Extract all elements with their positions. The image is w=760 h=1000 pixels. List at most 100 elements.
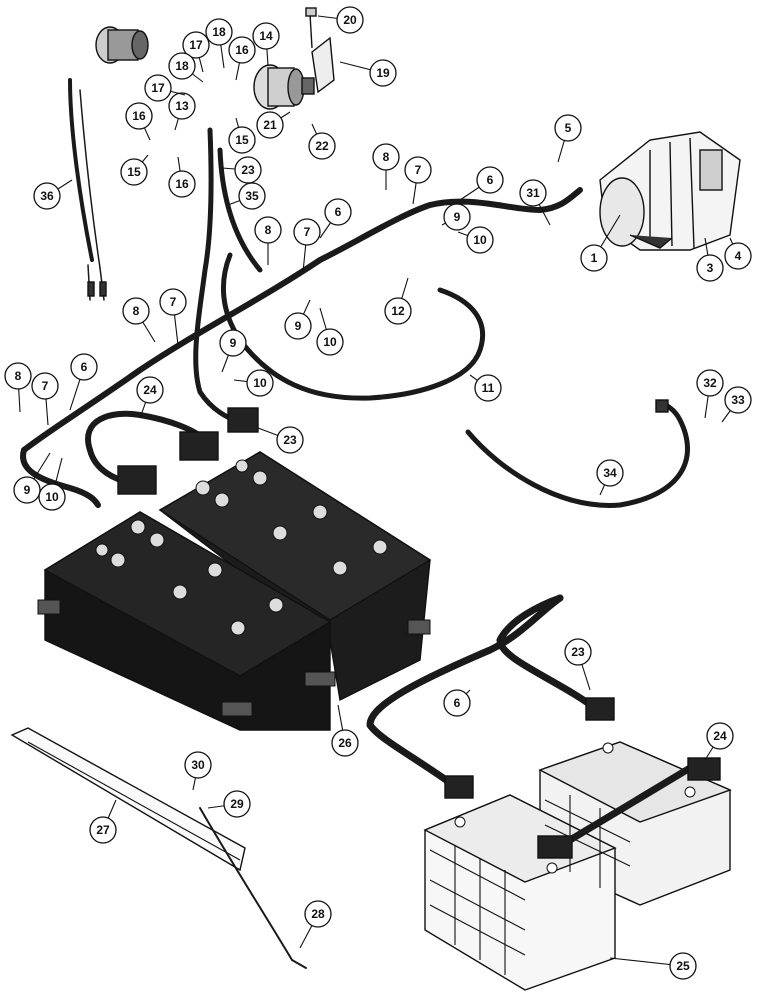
jumper-cable-top xyxy=(85,410,219,495)
callout-c28: 28 xyxy=(299,900,332,949)
callout-c18a: 18 xyxy=(205,18,233,69)
callout-number: 30 xyxy=(191,758,205,772)
callout-circle xyxy=(252,22,280,50)
callout-circle xyxy=(696,254,724,282)
callout-number: 7 xyxy=(415,163,422,177)
callout-c20: 20 xyxy=(317,6,364,34)
callout-circle xyxy=(384,297,412,325)
callout-c3: 3 xyxy=(696,237,724,282)
positive-cable xyxy=(20,187,583,508)
battery-pair-heavy-duty xyxy=(37,451,432,731)
callout-number: 12 xyxy=(391,304,405,318)
callout-c15a: 15 xyxy=(120,154,149,186)
callout-number: 7 xyxy=(304,225,311,239)
callout-c35: 35 xyxy=(227,182,266,210)
callout-circle xyxy=(308,132,336,160)
callout-circle xyxy=(184,751,212,779)
callout-circle xyxy=(205,18,233,46)
callout-c22: 22 xyxy=(308,123,336,160)
callout-number: 16 xyxy=(132,109,146,123)
callout-c7b: 7 xyxy=(293,218,321,273)
callout-number: 16 xyxy=(235,43,249,57)
callout-circle xyxy=(696,369,724,397)
callout-number: 6 xyxy=(487,173,494,187)
callout-number: 34 xyxy=(603,466,617,480)
callout-circle xyxy=(519,179,547,207)
callout-circle xyxy=(443,203,471,231)
callout-circle xyxy=(369,59,397,87)
callout-circle xyxy=(580,244,608,272)
callout-c23b: 23 xyxy=(257,426,304,454)
callout-c7d: 7 xyxy=(31,372,59,426)
callout-c5: 5 xyxy=(554,114,582,163)
cable-34 xyxy=(465,399,690,508)
callout-circle xyxy=(706,722,734,750)
callout-c9d: 9 xyxy=(13,452,51,504)
hold-down-bar xyxy=(10,727,246,872)
callout-circle xyxy=(120,158,148,186)
callout-c7c: 7 xyxy=(159,288,187,346)
callout-number: 15 xyxy=(127,165,141,179)
callout-circle xyxy=(168,170,196,198)
callout-c16b: 16 xyxy=(168,156,196,198)
callout-number: 18 xyxy=(175,59,189,73)
callout-c1: 1 xyxy=(580,214,621,272)
callout-c14: 14 xyxy=(252,22,280,66)
callout-c9a: 9 xyxy=(441,203,471,231)
callout-number: 7 xyxy=(42,379,49,393)
callout-c10d: 10 xyxy=(38,457,66,511)
callout-c16a: 16 xyxy=(125,102,153,141)
callout-circle xyxy=(669,952,697,980)
callout-circle xyxy=(404,156,432,184)
callout-circle xyxy=(254,216,282,244)
callout-circle xyxy=(168,92,196,120)
callout-c16c: 16 xyxy=(228,36,256,81)
callout-circle xyxy=(724,242,752,270)
callout-c18b: 18 xyxy=(168,52,204,83)
callout-c8d: 8 xyxy=(4,362,32,413)
callout-c6d: 6 xyxy=(443,689,471,717)
callout-number: 27 xyxy=(96,823,110,837)
callout-c36: 36 xyxy=(33,179,73,210)
callout-c26: 26 xyxy=(331,704,359,757)
callout-circle xyxy=(89,816,117,844)
callout-c17b: 17 xyxy=(144,74,186,102)
callout-number: 31 xyxy=(526,186,540,200)
callout-c34: 34 xyxy=(596,459,624,496)
callout-circle xyxy=(293,218,321,246)
callout-number: 9 xyxy=(454,210,461,224)
callout-c8c: 8 xyxy=(122,297,156,343)
callout-c6a: 6 xyxy=(459,166,504,201)
callout-c21: 21 xyxy=(256,111,291,139)
callout-c25: 25 xyxy=(609,952,697,980)
callout-number: 3 xyxy=(707,261,714,275)
callout-circle xyxy=(33,182,61,210)
callout-circle xyxy=(223,790,251,818)
callout-c23c: 23 xyxy=(564,638,592,691)
callout-number: 4 xyxy=(735,249,742,263)
callout-circle xyxy=(724,386,752,414)
callout-circle xyxy=(331,729,359,757)
relay-switch xyxy=(95,26,149,64)
battery-cable-upper xyxy=(193,127,263,433)
callout-number: 18 xyxy=(212,25,226,39)
wire-harness xyxy=(68,78,107,301)
callout-number: 8 xyxy=(15,369,22,383)
callout-number: 8 xyxy=(383,150,390,164)
callout-circle xyxy=(476,166,504,194)
callout-number: 9 xyxy=(230,336,237,350)
ground-cable xyxy=(220,252,486,401)
callout-circle xyxy=(304,900,332,928)
callout-number: 17 xyxy=(189,38,203,52)
callout-c30: 30 xyxy=(184,751,212,791)
callout-number: 35 xyxy=(245,189,259,203)
callout-c4: 4 xyxy=(724,237,752,270)
callout-layer: 1345666677778888999910101010111213141515… xyxy=(4,6,752,980)
callout-circle xyxy=(144,74,172,102)
callout-c10b: 10 xyxy=(316,307,344,356)
callout-number: 6 xyxy=(454,696,461,710)
callout-circle xyxy=(38,483,66,511)
callout-number: 13 xyxy=(175,99,189,113)
callout-number: 9 xyxy=(295,319,302,333)
